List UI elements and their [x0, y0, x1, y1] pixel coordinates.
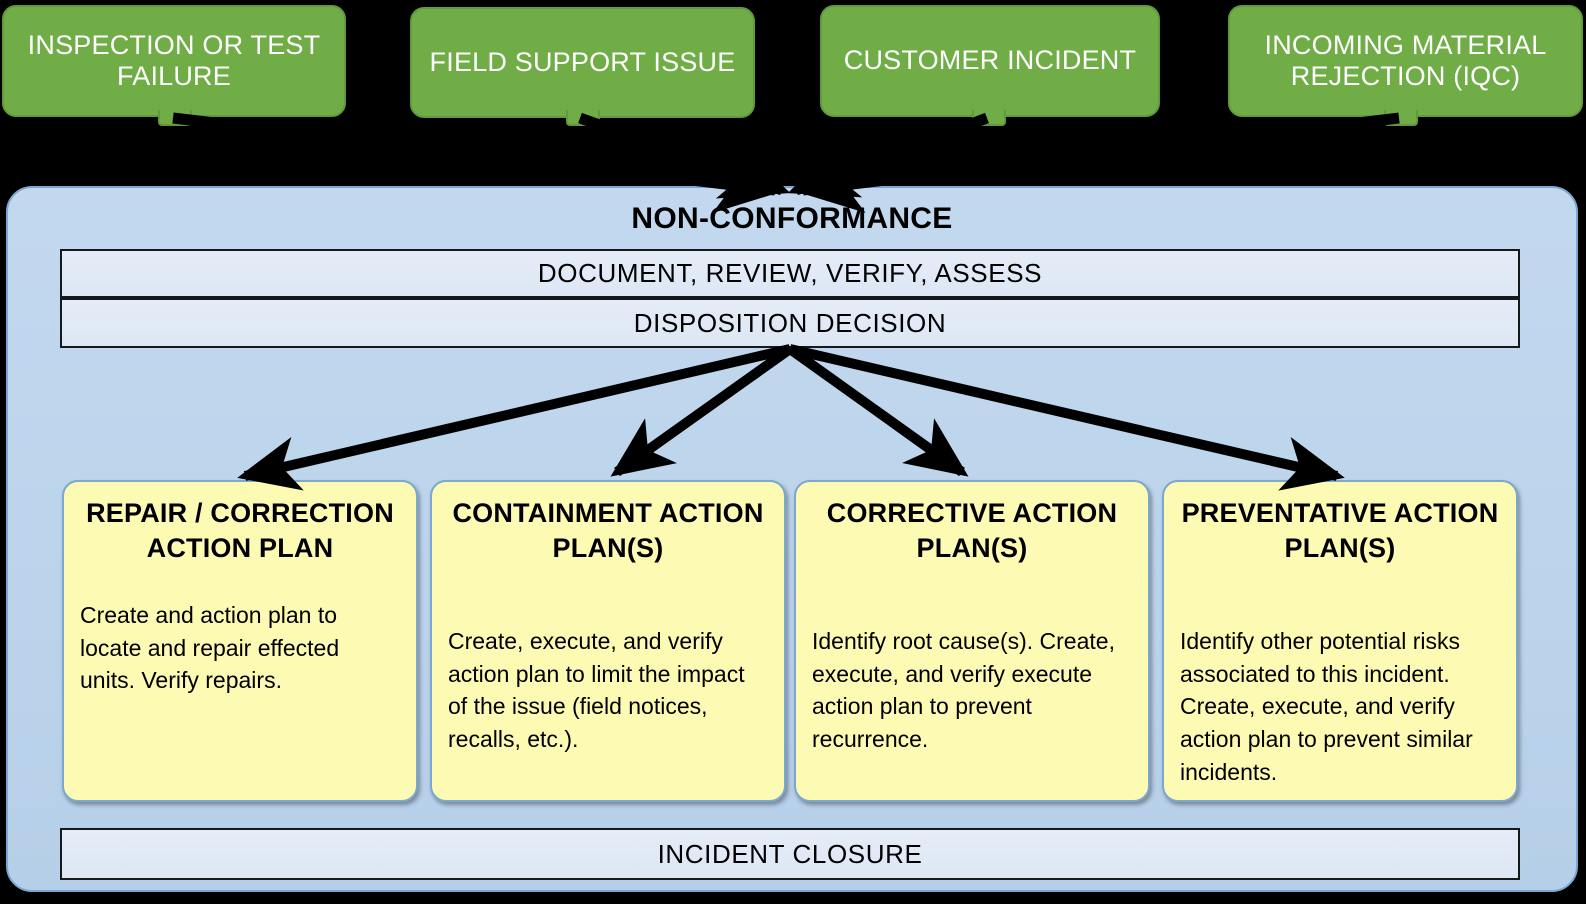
process-step-incident-closure[interactable]: INCIDENT CLOSURE [60, 828, 1520, 880]
process-step-disposition-decision[interactable]: DISPOSITION DECISION [60, 298, 1520, 348]
action-plan-title: CONTAINMENT ACTION PLAN(S) [452, 498, 764, 563]
source-box-label: INSPECTION OR TEST FAILURE [27, 29, 321, 91]
action-plan-body: Create and action plan to locate and rep… [80, 602, 340, 694]
source-box-tail-incoming-material [1384, 110, 1418, 126]
action-plan-card-repair-correction[interactable]: REPAIR / CORRECTION ACTION PLAN Create a… [62, 480, 418, 802]
action-plan-title: REPAIR / CORRECTION ACTION PLAN [86, 498, 394, 563]
page-title: NON-CONFORMANCE [631, 202, 953, 235]
action-plan-title: PREVENTATIVE ACTION PLAN(S) [1181, 498, 1499, 563]
source-box-incoming-material-rejection[interactable]: INCOMING MATERIAL REJECTION (IQC) [1228, 5, 1583, 117]
action-plan-body: Identify other potential risks associate… [1180, 628, 1473, 785]
process-step-label: DOCUMENT, REVIEW, VERIFY, ASSESS [537, 258, 1043, 288]
process-step-label: DISPOSITION DECISION [633, 307, 947, 338]
action-plan-title: CORRECTIVE ACTION PLAN(S) [826, 498, 1118, 563]
source-box-tail-field-support [566, 110, 600, 126]
source-inputs-row: INSPECTION OR TEST FAILURE FIELD SUPPORT… [0, 0, 1586, 130]
source-box-label: CUSTOMER INCIDENT [843, 45, 1137, 76]
source-box-customer-incident[interactable]: CUSTOMER INCIDENT [820, 5, 1160, 117]
action-plan-body: Identify root cause(s). Create, execute,… [812, 628, 1115, 753]
action-plan-card-preventative[interactable]: PREVENTATIVE ACTION PLAN(S) Identify oth… [1162, 480, 1518, 802]
source-box-inspection-or-test-failure[interactable]: INSPECTION OR TEST FAILURE [2, 5, 346, 117]
action-plan-body: Create, execute, and verify action plan … [448, 628, 745, 753]
process-step-document-review-verify-assess[interactable]: DOCUMENT, REVIEW, VERIFY, ASSESS [60, 249, 1520, 298]
non-conformance-panel: NON-CONFORMANCE DOCUMENT, REVIEW, VERIFY… [6, 186, 1578, 892]
source-box-tail-inspection [158, 110, 192, 126]
process-step-label: INCIDENT CLOSURE [657, 838, 923, 869]
source-box-label: FIELD SUPPORT ISSUE [429, 46, 736, 77]
source-box-tail-customer-incident [972, 110, 1006, 126]
source-box-label: INCOMING MATERIAL REJECTION (IQC) [1264, 29, 1547, 91]
action-plan-card-containment[interactable]: CONTAINMENT ACTION PLAN(S) Create, execu… [430, 480, 786, 802]
action-plan-card-corrective[interactable]: CORRECTIVE ACTION PLAN(S) Identify root … [794, 480, 1150, 802]
source-box-field-support-issue[interactable]: FIELD SUPPORT ISSUE [410, 7, 755, 118]
